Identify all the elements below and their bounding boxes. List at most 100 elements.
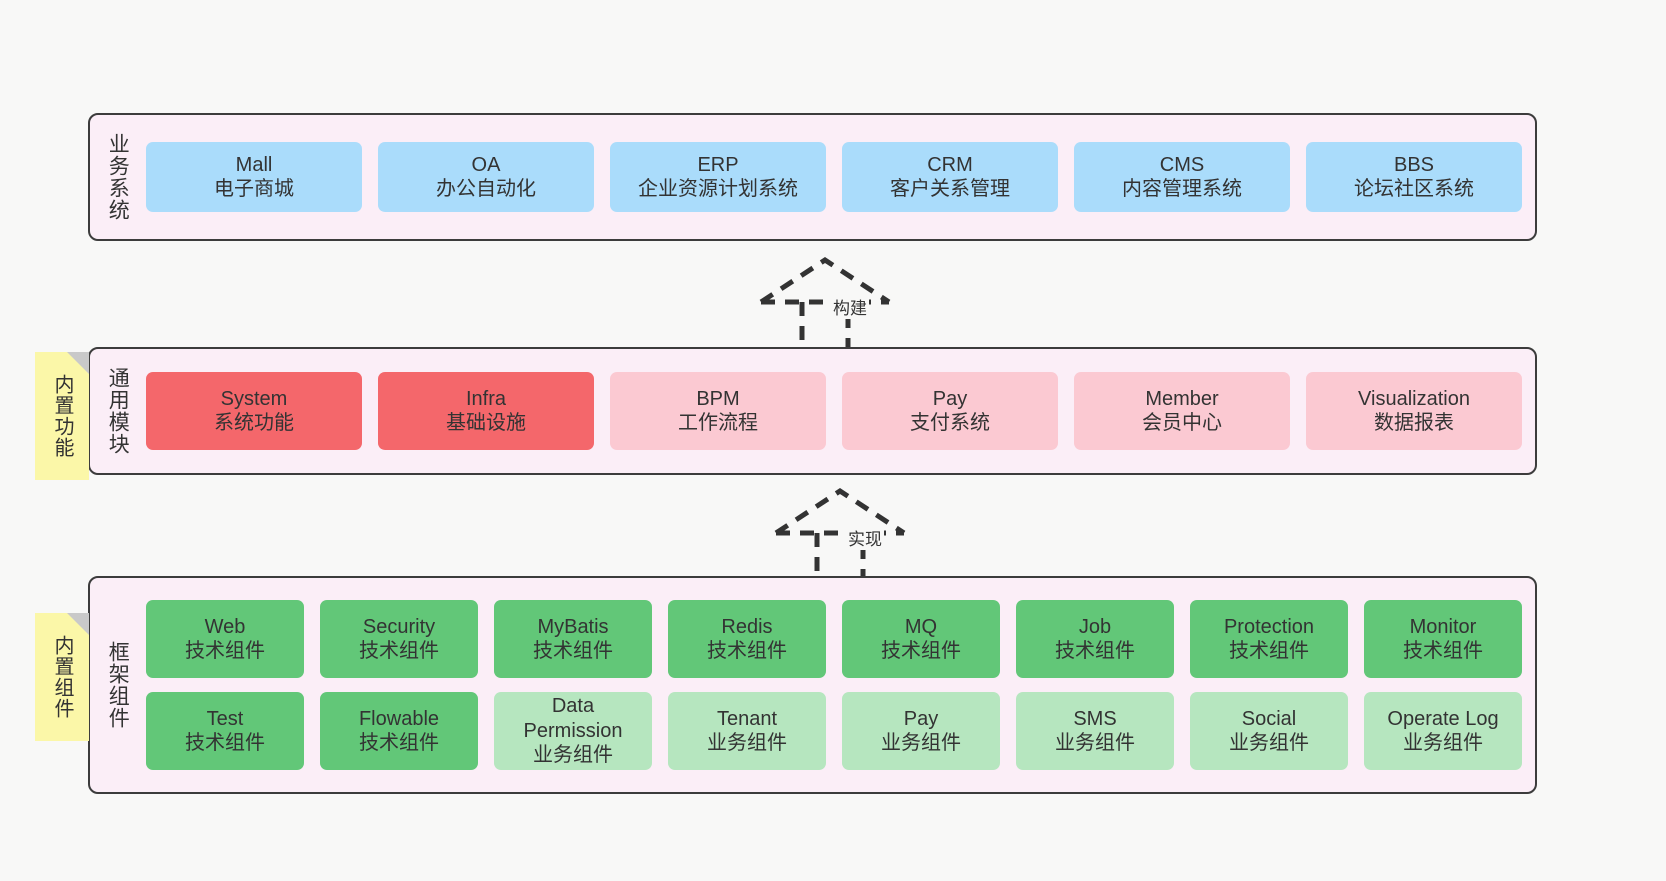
sticky-note-label: 内置组件 <box>51 635 73 719</box>
component-subtitle: 技术组件 <box>1403 640 1483 662</box>
component-title: Operate Log <box>1387 707 1499 730</box>
component-subtitle: 业务组件 <box>881 732 961 754</box>
component-box-bbs[interactable]: BBS 论坛社区系统 <box>1306 142 1522 212</box>
component-subtitle: 业务组件 <box>1055 732 1135 754</box>
component-title: Tenant <box>716 707 778 730</box>
component-box-bpm[interactable]: BPM 工作流程 <box>610 372 826 450</box>
sticky-note-label: 内置功能 <box>51 374 73 458</box>
component-box-oa[interactable]: OA 办公自动化 <box>378 142 594 212</box>
component-title: System <box>220 387 288 410</box>
component-box-crm[interactable]: CRM 客户关系管理 <box>842 142 1058 212</box>
component-box-job[interactable]: Job 技术组件 <box>1016 600 1174 678</box>
component-title: Monitor <box>1409 615 1477 638</box>
component-box-test[interactable]: Test 技术组件 <box>146 692 304 770</box>
component-box-operate-log[interactable]: Operate Log 业务组件 <box>1364 692 1522 770</box>
component-box-data-permission[interactable]: Data Permission 业务组件 <box>494 692 652 770</box>
component-box-mall[interactable]: Mall 电子商城 <box>146 142 362 212</box>
sticky-note-builtin-component: 内置组件 <box>35 613 89 741</box>
sticky-note-builtin-feature: 内置功能 <box>35 352 89 480</box>
component-title: CMS <box>1159 153 1205 176</box>
component-box-member[interactable]: Member 会员中心 <box>1074 372 1290 450</box>
component-title: Mall <box>235 153 273 176</box>
component-box-cms[interactable]: CMS 内容管理系统 <box>1074 142 1290 212</box>
component-title: Test <box>206 707 244 730</box>
component-subtitle: 业务组件 <box>1403 732 1483 754</box>
component-box-web[interactable]: Web 技术组件 <box>146 600 304 678</box>
component-title: BPM <box>696 387 740 410</box>
component-subtitle: 技术组件 <box>185 640 265 662</box>
component-subtitle: 技术组件 <box>533 640 613 662</box>
component-title: Member <box>1145 387 1219 410</box>
component-box-tenant[interactable]: Tenant 业务组件 <box>668 692 826 770</box>
component-box-system[interactable]: System 系统功能 <box>146 372 362 450</box>
component-box-redis[interactable]: Redis 技术组件 <box>668 600 826 678</box>
component-title: Flowable <box>358 707 440 730</box>
layer-common-module: 通用模块 System 系统功能 Infra 基础设施 BPM 工作流程 Pay… <box>88 347 1537 475</box>
layer-body-common-module: System 系统功能 Infra 基础设施 BPM 工作流程 Pay 支付系统… <box>140 349 1535 473</box>
layer-body-business-system: Mall 电子商城 OA 办公自动化 ERP 企业资源计划系统 CRM 客户关系… <box>140 115 1535 239</box>
component-box-social[interactable]: Social 业务组件 <box>1190 692 1348 770</box>
component-subtitle: 技术组件 <box>881 640 961 662</box>
component-title: MyBatis <box>537 615 609 638</box>
connector-label: 实现 <box>846 525 884 550</box>
component-subtitle: 办公自动化 <box>436 178 536 200</box>
component-box-mq[interactable]: MQ 技术组件 <box>842 600 1000 678</box>
component-title: Pay <box>932 387 968 410</box>
component-subtitle: 业务组件 <box>707 732 787 754</box>
component-subtitle: 内容管理系统 <box>1122 178 1242 200</box>
component-title: Web <box>204 615 246 638</box>
component-subtitle: 电子商城 <box>214 178 294 200</box>
component-subtitle: 论坛社区系统 <box>1354 178 1474 200</box>
component-subtitle: 支付系统 <box>910 412 990 434</box>
component-box-security[interactable]: Security 技术组件 <box>320 600 478 678</box>
component-title: BBS <box>1393 153 1435 176</box>
component-box-flowable[interactable]: Flowable 技术组件 <box>320 692 478 770</box>
component-box-monitor[interactable]: Monitor 技术组件 <box>1364 600 1522 678</box>
component-subtitle: 数据报表 <box>1374 412 1454 434</box>
component-box-erp[interactable]: ERP 企业资源计划系统 <box>610 142 826 212</box>
component-title: OA <box>471 153 501 176</box>
component-title: SMS <box>1073 707 1117 730</box>
component-box-visualization[interactable]: Visualization 数据报表 <box>1306 372 1522 450</box>
component-row: System 系统功能 Infra 基础设施 BPM 工作流程 Pay 支付系统… <box>146 372 1522 450</box>
layer-body-framework-component: Web 技术组件 Security 技术组件 MyBatis 技术组件 Redi… <box>140 578 1535 792</box>
component-title: Social <box>1241 707 1297 730</box>
connector-build: 构建 <box>745 257 925 355</box>
layer-label-framework-component: 框架组件 <box>106 641 130 729</box>
component-subtitle: 技术组件 <box>1229 640 1309 662</box>
component-subtitle: 业务组件 <box>1229 732 1309 754</box>
component-subtitle: 技术组件 <box>185 732 265 754</box>
component-subtitle: 系统功能 <box>214 412 294 434</box>
layer-label-common-module: 通用模块 <box>106 367 130 455</box>
component-title: MQ <box>904 615 938 638</box>
component-row: Web 技术组件 Security 技术组件 MyBatis 技术组件 Redi… <box>146 600 1522 678</box>
note-fold-icon <box>67 613 89 635</box>
connector-implement: 实现 <box>760 488 940 586</box>
component-box-mybatis[interactable]: MyBatis 技术组件 <box>494 600 652 678</box>
component-subtitle: 技术组件 <box>1055 640 1135 662</box>
layer-framework-component: 框架组件 Web 技术组件 Security 技术组件 MyBatis 技术组件… <box>88 576 1537 794</box>
layer-business-system: 业务系统 Mall 电子商城 OA 办公自动化 ERP 企业资源计划系统 CRM… <box>88 113 1537 241</box>
component-box-protection[interactable]: Protection 技术组件 <box>1190 600 1348 678</box>
component-box-pay[interactable]: Pay 支付系统 <box>842 372 1058 450</box>
component-subtitle: 基础设施 <box>446 412 526 434</box>
component-title: Data Permission <box>523 695 623 742</box>
component-row: Test 技术组件 Flowable 技术组件 Data Permission … <box>146 692 1522 770</box>
component-subtitle: 企业资源计划系统 <box>638 178 798 200</box>
component-box-sms[interactable]: SMS 业务组件 <box>1016 692 1174 770</box>
component-row: Mall 电子商城 OA 办公自动化 ERP 企业资源计划系统 CRM 客户关系… <box>146 142 1522 212</box>
component-box-infra[interactable]: Infra 基础设施 <box>378 372 594 450</box>
component-title: Visualization <box>1358 387 1470 410</box>
component-title: Redis <box>721 615 773 638</box>
component-box-pay-business[interactable]: Pay 业务组件 <box>842 692 1000 770</box>
component-title: Infra <box>465 387 507 410</box>
component-title: Protection <box>1223 615 1315 638</box>
component-subtitle: 客户关系管理 <box>890 178 1010 200</box>
component-subtitle: 会员中心 <box>1142 412 1222 434</box>
component-subtitle: 技术组件 <box>359 732 439 754</box>
component-title: CRM <box>927 153 973 176</box>
component-title: Job <box>1078 615 1112 638</box>
component-title: ERP <box>697 153 739 176</box>
component-subtitle: 业务组件 <box>533 744 613 767</box>
